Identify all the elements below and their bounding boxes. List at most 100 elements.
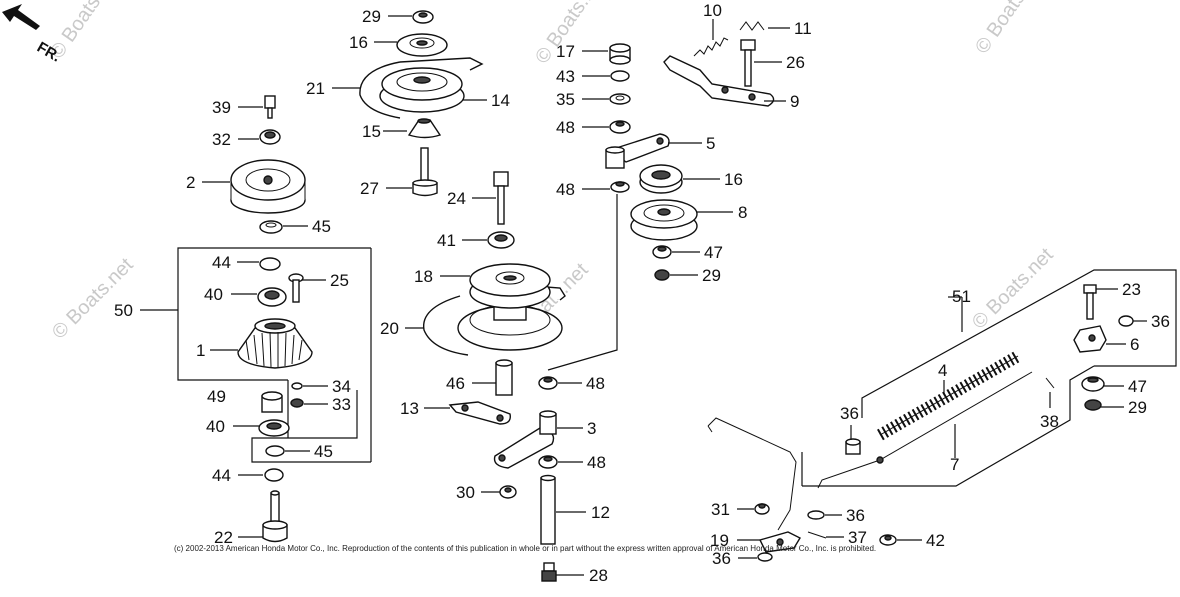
part-29-nut [1084,399,1102,411]
callout-48: 48 [587,453,606,472]
callout-13: 13 [400,399,419,418]
part-8-pulley [630,199,698,241]
part-11-clip [739,21,765,31]
part-46-collar [495,359,513,396]
part-5-tension-arm [605,133,670,169]
part-32-nut [259,129,281,145]
part-34-washer [291,382,303,390]
callout-43: 43 [556,67,575,86]
callout-33: 33 [332,395,351,414]
part-35-washer [609,93,631,105]
callout-4: 4 [938,361,947,380]
part-42-nut [879,534,897,546]
callout-34: 34 [332,377,351,396]
callout-30: 30 [456,483,475,502]
callout-22: 22 [214,528,233,547]
callout-21: 21 [306,79,325,98]
callout-29: 29 [1128,398,1147,417]
part-43-washer [610,70,630,82]
callout-48: 48 [556,118,575,137]
part-40-bearing [257,287,287,307]
part-40-bearing [258,419,290,437]
watermark: © Boats.net [971,0,1049,58]
callout-31: 31 [711,500,730,519]
part-27-bolt [412,147,438,197]
callout-50: 50 [114,301,133,320]
part-48-nut [609,120,631,134]
callout-35: 35 [556,90,575,109]
callout-32: 32 [212,130,231,149]
callout-45: 45 [314,442,333,461]
part-37-cotter-pin [807,531,827,539]
callout-8: 8 [738,203,747,222]
part-7-rod [817,371,1033,489]
part-6-bracket [1073,325,1107,353]
callout-36: 36 [1151,312,1170,331]
part-44-washer [259,257,281,271]
part-48-nut [538,376,558,390]
part-18-pulley [457,263,563,351]
part-48-nut [538,455,558,469]
callout-27: 27 [360,179,379,198]
part-28-bolt [541,562,557,582]
callout-42: 42 [926,531,945,550]
callout-37: 37 [848,528,867,547]
callout-51: 51 [952,287,971,306]
part-36-washer [807,510,825,520]
watermark: © Boats.net [968,244,1058,334]
part-3-tension-arm [493,410,557,469]
part-15-cone-nut [407,118,442,139]
callout-7: 7 [950,455,959,474]
callout-15: 15 [362,122,381,141]
part-41-bearing [487,231,515,249]
callout-10: 10 [703,1,722,20]
part-14-pulley [379,67,465,113]
callout-18: 18 [414,267,433,286]
callout-40: 40 [206,417,225,436]
part-16-pulley [639,164,683,194]
callout-48: 48 [556,180,575,199]
part-36-washer [757,552,773,562]
part-22-shaft [262,490,288,543]
part-17-collar [609,43,631,65]
callout-16: 16 [349,33,368,52]
callout-48: 48 [586,374,605,393]
callout-14: 14 [491,91,510,110]
part-31-nut [754,503,770,515]
part-47-nut [1081,376,1105,392]
callout-28: 28 [589,566,608,585]
part-13-plate [448,401,511,425]
part-29-nut [654,269,670,281]
callout-11: 11 [794,19,812,38]
part-12-pin [540,474,556,545]
part-38-pin [1045,377,1055,389]
part-45-washer [265,445,285,457]
callout-41: 41 [437,231,456,250]
callout-9: 9 [790,92,799,111]
callout-1: 1 [196,341,205,360]
callout-17: 17 [556,42,575,61]
part-2-pulley [230,159,306,214]
callout-2: 2 [186,173,195,192]
part-24-bolt [493,171,509,225]
part-29-nut [412,10,434,24]
part-25-bolt [288,273,304,303]
callout-29: 29 [362,7,381,26]
part-30-nut [499,485,517,499]
callout-44: 44 [212,466,231,485]
callout-24: 24 [447,189,466,208]
part-1-bevel-gear [237,318,313,369]
callout-23: 23 [1122,280,1141,299]
callout-29: 29 [702,266,721,285]
callout-44: 44 [212,253,231,272]
callout-6: 6 [1130,335,1139,354]
callout-36: 36 [712,549,731,568]
part-23-bolt [1083,284,1097,320]
front-direction-arrow-icon [2,4,40,30]
callout-3: 3 [587,419,596,438]
callout-47: 47 [704,243,723,262]
callout-19: 19 [710,531,729,550]
part-16-pulley [396,33,448,57]
